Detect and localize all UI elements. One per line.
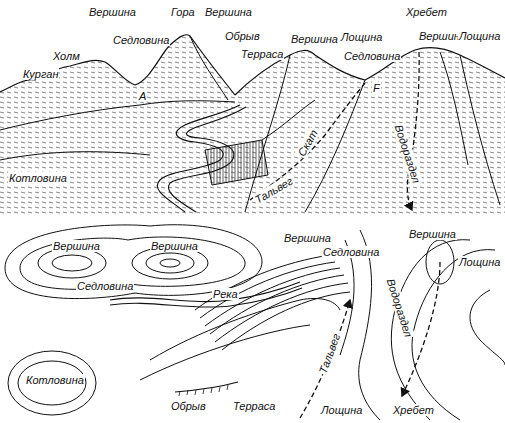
feature-label: Река [212, 288, 239, 300]
feature-label: Седловина [112, 34, 170, 46]
contour-map [5, 225, 505, 420]
feature-label: Гора [170, 6, 196, 18]
feature-label: Хребет [405, 6, 448, 18]
feature-label: Обрыв [224, 30, 261, 42]
feature-label: Лощина [458, 256, 501, 268]
feature-label: Вершина [283, 232, 332, 244]
feature-label: Холм [52, 50, 81, 62]
feature-label: Хребет [392, 404, 435, 416]
feature-label: Вершина [290, 33, 339, 45]
feature-label: Лощина [320, 404, 363, 416]
feature-label: Вершина [204, 6, 253, 18]
feature-label: Обрыв [170, 400, 207, 412]
feature-label: Курган [22, 68, 59, 80]
feature-label: Седловина [343, 50, 401, 62]
feature-label: Вершина [408, 228, 457, 240]
feature-label: Седловина [322, 246, 380, 258]
feature-label: Вершина [52, 240, 101, 252]
feature-label: Тальвег [316, 331, 342, 376]
feature-label: F [372, 82, 381, 94]
feature-label: Лощина [458, 30, 501, 42]
feature-label: Вершина [88, 6, 137, 18]
feature-label: Лощина [340, 31, 383, 43]
feature-label: Котловина [25, 374, 85, 386]
feature-label: Терраса [240, 48, 284, 60]
feature-label: Котловина [8, 172, 68, 184]
panorama [0, 35, 505, 215]
feature-label: Водораздел [384, 276, 415, 339]
feature-label: А [138, 90, 147, 102]
feature-label: Терраса [232, 400, 276, 412]
feature-label: Седловина [76, 280, 134, 292]
feature-label: Вершина [150, 240, 199, 252]
